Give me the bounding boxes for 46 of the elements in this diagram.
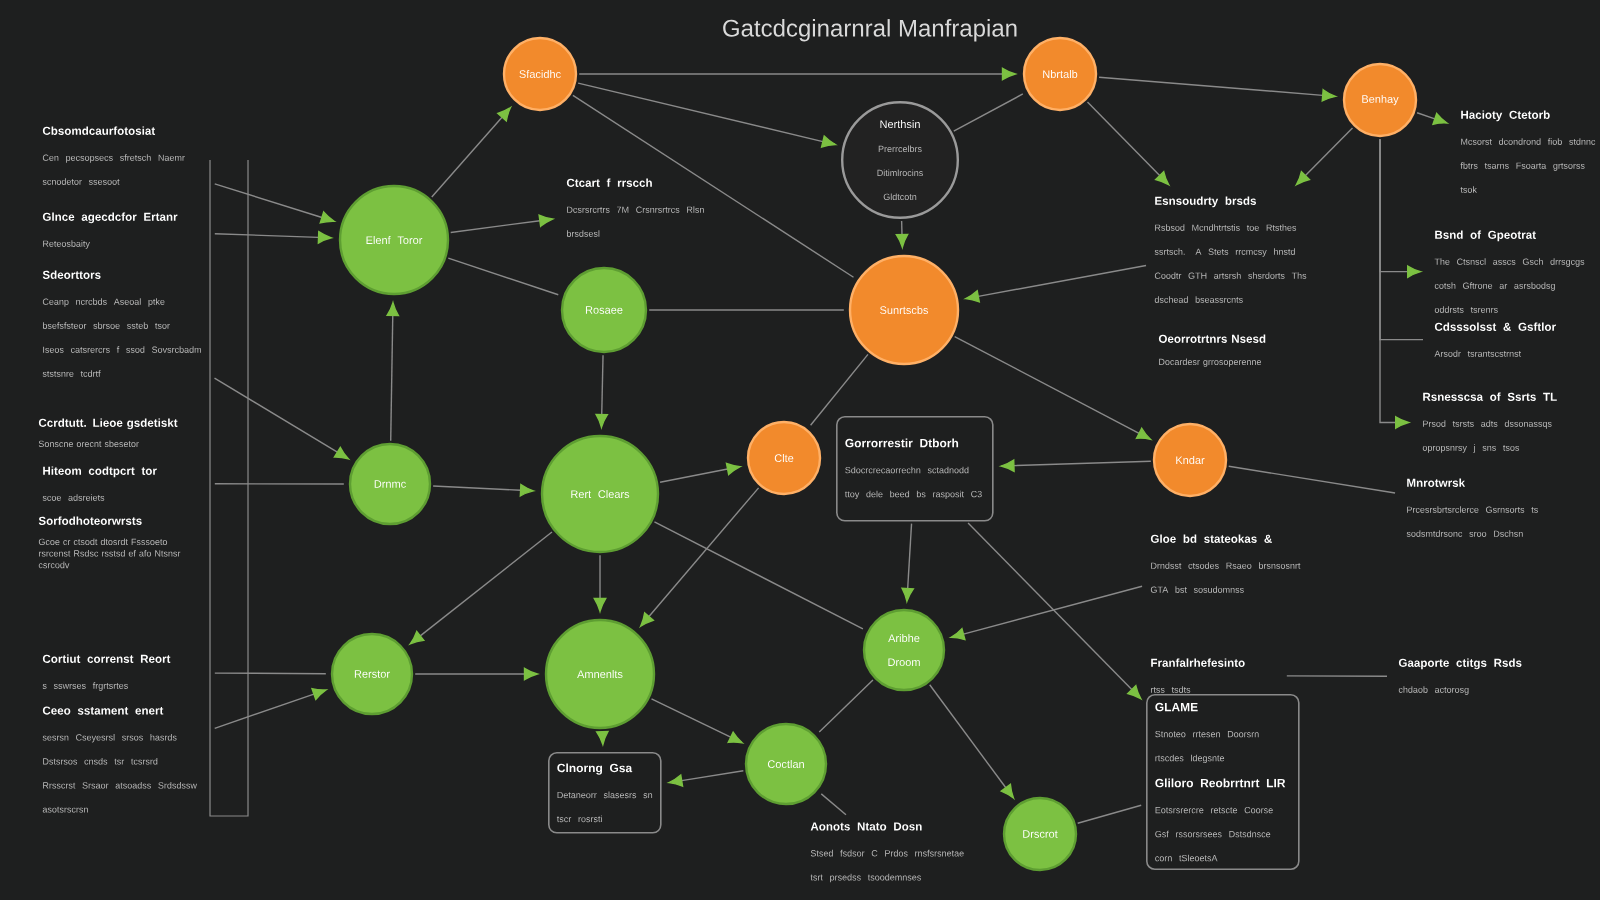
connector: [659, 462, 741, 483]
connector: [648, 309, 845, 311]
connector: [967, 522, 1142, 700]
connector: [214, 672, 327, 675]
connector: [214, 183, 335, 224]
connector: [386, 302, 400, 442]
connector: [1295, 127, 1354, 186]
connector: [929, 684, 1015, 799]
connector: [595, 354, 609, 428]
connector: [650, 698, 743, 744]
title: Gatcdcginarnral Manfrapian: [723, 19, 1017, 42]
connector: [953, 335, 1152, 440]
connector: [572, 94, 855, 278]
connector: [432, 483, 535, 497]
connector: [1098, 76, 1337, 102]
connector: [901, 522, 915, 603]
connector: [639, 487, 760, 627]
connector: [1416, 112, 1448, 125]
connector: [214, 688, 327, 730]
connector: [668, 770, 745, 787]
connector: [578, 67, 1017, 81]
connector: [577, 82, 837, 148]
connector: [1379, 138, 1410, 429]
connector: [1077, 804, 1142, 824]
connector: [820, 793, 847, 816]
connector: [447, 257, 559, 296]
connector: [593, 554, 607, 612]
connector: [950, 585, 1143, 641]
connector: [1000, 459, 1152, 472]
connector: [818, 679, 874, 733]
connector: [809, 353, 869, 426]
connector: [1286, 675, 1388, 677]
connector: [953, 93, 1024, 132]
connector: [964, 264, 1147, 303]
connector: [1228, 465, 1396, 494]
connector: [450, 214, 554, 234]
connector: [214, 483, 345, 485]
connector: [595, 730, 609, 746]
connector: [653, 521, 864, 630]
connector: [431, 106, 512, 198]
connector: [213, 377, 349, 460]
connector: [895, 220, 909, 249]
connector: [414, 667, 538, 681]
connector: [1086, 101, 1170, 186]
connector: [409, 531, 553, 645]
connector: [214, 231, 333, 244]
